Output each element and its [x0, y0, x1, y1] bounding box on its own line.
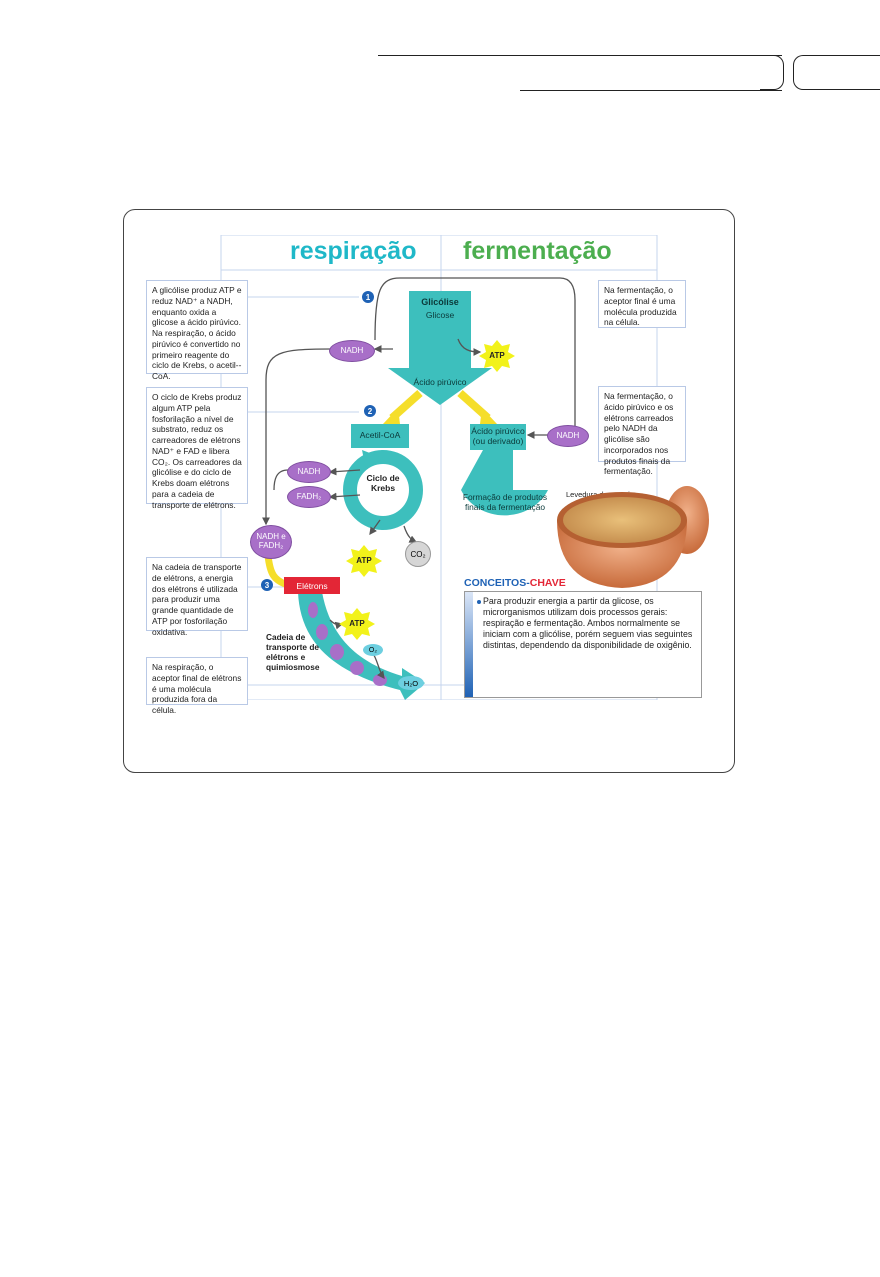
label-cadeia: Cadeia de transporte de elétrons e quimi… [266, 632, 320, 672]
h2o-bubble: H₂O [398, 676, 424, 690]
label-acido-piruvico: Ácido pirúvico [413, 377, 467, 387]
note-final-acceptor-resp: Na respiração, o aceptor final de elétro… [146, 657, 248, 715]
label-formacao: Formação de produtos finais da fermentaç… [462, 492, 548, 512]
note-final-acceptor-ferm: Na fermentação, o aceptor final é uma mo… [598, 280, 686, 328]
header-rule-bottom [520, 90, 782, 91]
note-glycolysis: A glicólise produz ATP e reduz NAD⁺ a NA… [146, 280, 248, 381]
note-krebs: O ciclo de Krebs produz algum ATP pela f… [146, 387, 248, 510]
co2-bubble: CO₂ [405, 541, 431, 567]
label-ciclo-krebs: Ciclo de Krebs [366, 473, 400, 494]
pill-nadh-fadh2: NADH e FADH₂ [250, 525, 292, 559]
box-acetil-coa: Acetil-CoA [351, 424, 409, 448]
heading-fermentacao: fermentação [463, 237, 612, 265]
step-1: 1 [362, 291, 374, 303]
heading-respiracao: respiração [290, 237, 417, 265]
step-3: 3 [261, 579, 273, 591]
atp-label-3: ATP [349, 619, 365, 628]
box-eletrons: Elétrons [284, 577, 340, 594]
atp-label-1: ATP [489, 351, 505, 360]
box-acido-derivado: Ácido pirúvico (ou derivado) [470, 424, 526, 450]
key-concepts-box: Para produzir energia a partir da glicos… [464, 591, 702, 698]
label-glicolise: Glicólise [421, 297, 459, 307]
pill-fadh2: FADH₂ [287, 486, 331, 508]
key-concepts-text: Para produzir energia a partir da glicos… [483, 596, 693, 650]
key-concepts-title-b: CHAVE [529, 577, 566, 589]
key-concepts-title: CONCEITOS-CHAVE [464, 577, 566, 589]
note-etc: Na cadeia de transporte de elétrons, a e… [146, 557, 248, 637]
note-ferm-nadh: Na fermentação, o ácido pirúvico e os el… [598, 386, 686, 476]
header-tab [793, 55, 880, 90]
key-concepts-bullet [477, 600, 481, 604]
key-concepts-bar [465, 592, 473, 697]
figure-frame [123, 209, 735, 773]
yeast-photo [557, 486, 709, 588]
key-concepts-title-a: CONCEITOS- [464, 577, 530, 589]
step-2: 2 [364, 405, 376, 417]
pill-nadh-fermentation: NADH [547, 425, 589, 447]
label-glicose: Glicose [425, 310, 455, 320]
o2-bubble: O₂ [363, 644, 383, 656]
header-rule-top [378, 55, 782, 56]
pill-nadh-glycolysis: NADH [329, 340, 375, 362]
header-rule-curve [760, 55, 784, 90]
pill-nadh-krebs: NADH [287, 461, 331, 483]
atp-label-2: ATP [356, 556, 372, 565]
